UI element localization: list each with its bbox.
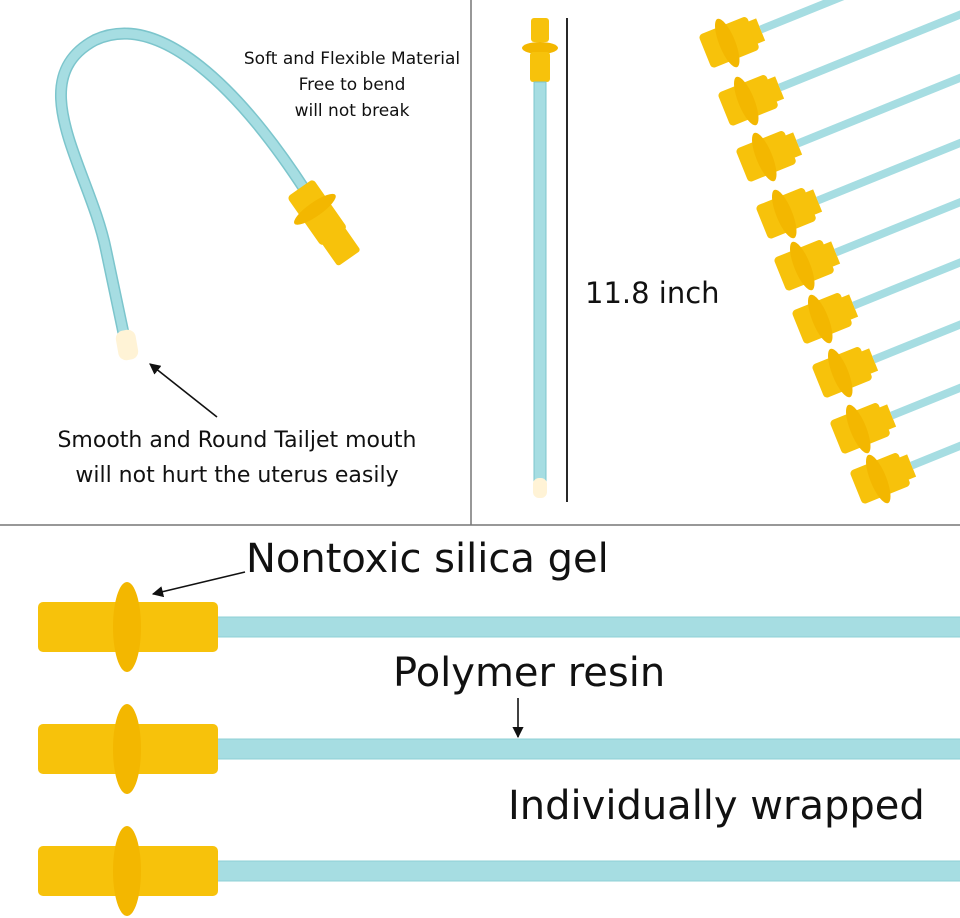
large-catheter-3 [38,826,960,916]
silica-label: Nontoxic silica gel [246,536,609,582]
wrapped-label: Individually wrapped [508,783,925,829]
catheter-stack [695,0,960,513]
silica-arrow [151,571,246,598]
bent-catheter [55,27,360,418]
soft-line-3: will not break [294,101,410,121]
large-catheter-2 [38,704,960,794]
length-label: 11.8 inch [585,276,720,310]
tailjet-arrow [149,363,218,418]
tailjet-label: Smooth and Round Tailjet mouth will not … [22,423,452,493]
soft-material-label: Soft and Flexible Material Free to bend … [228,46,476,124]
tail-line-1: Smooth and Round Tailjet mouth [57,428,417,453]
large-catheter-1 [38,582,960,672]
soft-line-1: Soft and Flexible Material [243,49,461,69]
soft-line-2: Free to bend [298,75,406,95]
polymer-label: Polymer resin [393,650,666,696]
tail-line-2: will not hurt the uterus easily [75,463,399,488]
straight-catheter [522,18,568,502]
